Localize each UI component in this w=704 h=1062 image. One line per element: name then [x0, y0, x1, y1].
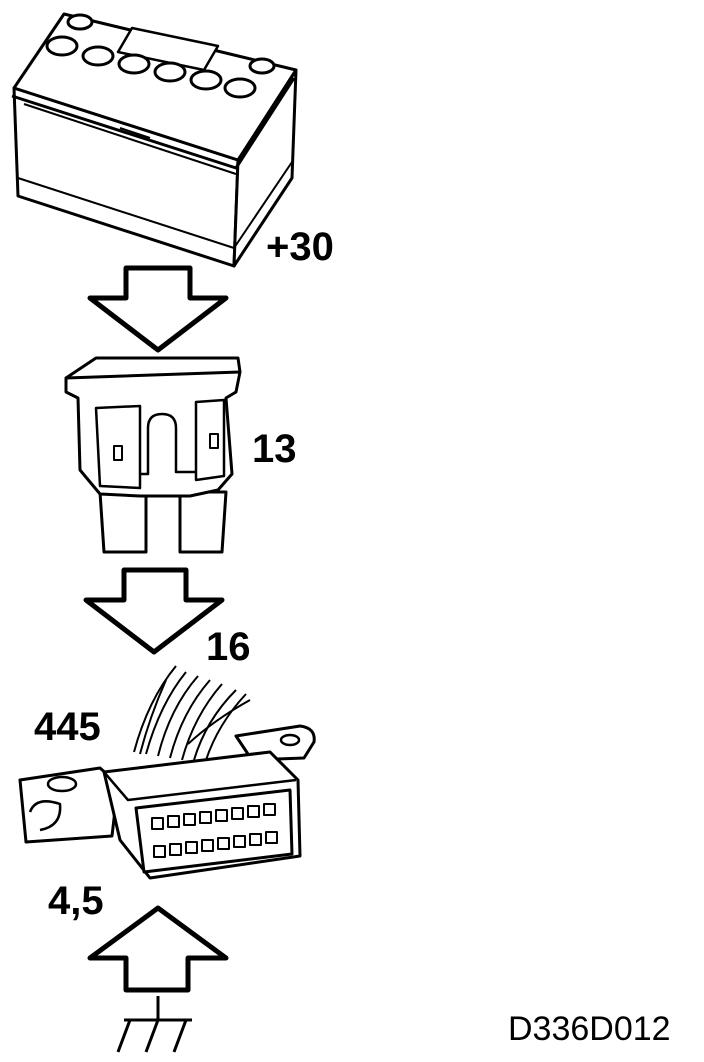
battery-icon	[11, 12, 298, 268]
ground-icon	[116, 996, 192, 1053]
fuse-icon	[64, 356, 242, 554]
connector-pin-power-label: 16	[206, 625, 251, 669]
connector-ground-pins-label: 4,5	[48, 879, 104, 923]
battery-terminal-label: +30	[266, 225, 334, 269]
figure-code: D336D012	[508, 1010, 671, 1048]
fuse-number-label: 13	[252, 427, 297, 471]
arrow-down-icon-2	[83, 567, 225, 655]
arrow-up-icon	[87, 905, 229, 993]
obd-connector-icon	[18, 665, 316, 880]
arrow-down-icon	[87, 265, 229, 353]
connector-number-label: 445	[34, 705, 101, 749]
